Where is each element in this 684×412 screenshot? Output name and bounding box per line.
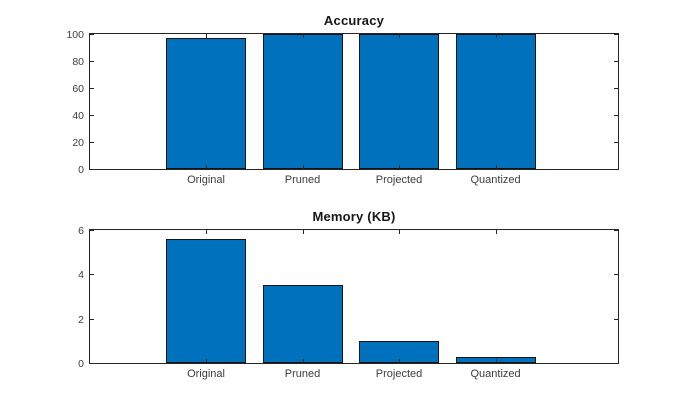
x-tick-top: [399, 230, 401, 234]
x-tick-label: Pruned: [284, 368, 321, 380]
bar-original: [166, 239, 247, 363]
y-tick-label: 2: [78, 314, 84, 326]
x-tick-top: [495, 230, 497, 234]
y-tick-left: [90, 142, 94, 143]
y-tick-label: 20: [72, 137, 84, 149]
bar-pruned: [262, 285, 343, 363]
bar-original: [166, 38, 247, 169]
y-tick-label: 60: [72, 83, 84, 95]
y-tick-right: [614, 34, 618, 35]
x-tick-bottom: [495, 359, 497, 363]
y-tick-label: 80: [72, 56, 84, 68]
x-tick-bottom: [302, 359, 304, 363]
x-tick-label: Quantized: [470, 174, 521, 186]
y-tick-left: [90, 61, 94, 62]
accuracy-bar-chart: Accuracy Original Pruned Projected Quantize…: [66, 13, 619, 186]
memory-plot-area: Original Pruned Projected Quantized 0 2 4 6: [78, 225, 619, 380]
y-tick-label: 100: [66, 29, 84, 41]
x-tick-label: Projected: [375, 368, 423, 380]
bar-projected: [359, 341, 440, 363]
y-tick-left: [90, 115, 94, 116]
x-tick-top: [206, 34, 208, 38]
y-tick-right: [614, 142, 618, 143]
memory-bar-chart: Memory (KB) Original Pruned Projected Quant…: [78, 209, 619, 380]
bar-projected: [359, 34, 440, 169]
x-tick-top: [302, 34, 304, 38]
y-tick-right: [614, 169, 618, 170]
y-tick-right: [614, 319, 618, 320]
x-tick-top: [495, 34, 497, 38]
x-tick-bottom: [495, 165, 497, 169]
bar-pruned: [262, 34, 343, 169]
x-tick-top: [206, 230, 208, 234]
y-tick-label: 6: [78, 225, 84, 237]
x-tick-bottom: [399, 165, 401, 169]
y-tick-left: [90, 88, 94, 89]
y-tick-right: [614, 61, 618, 62]
x-tick-label: Quantized: [470, 368, 521, 380]
y-tick-left: [90, 169, 94, 170]
chart-title-accuracy: Accuracy: [323, 13, 385, 28]
y-tick-label: 4: [78, 269, 84, 281]
x-tick-bottom: [206, 359, 208, 363]
x-tick-bottom: [302, 165, 304, 169]
y-tick-right: [614, 230, 618, 231]
x-tick-label: Projected: [375, 174, 423, 186]
y-tick-right: [614, 88, 618, 89]
y-tick-left: [90, 319, 94, 320]
y-tick-left: [90, 34, 94, 35]
x-tick-bottom: [399, 359, 401, 363]
y-tick-label: 0: [78, 164, 84, 176]
x-tick-label: Original: [187, 368, 225, 380]
y-tick-right: [614, 274, 618, 275]
y-tick-label: 0: [78, 358, 84, 370]
y-tick-label: 40: [72, 110, 84, 122]
y-tick-right: [614, 363, 618, 364]
x-tick-label: Original: [187, 174, 225, 186]
bar-quantized: [455, 357, 536, 363]
chart-title-memory: Memory (KB): [312, 209, 396, 224]
accuracy-plot-area: Original Pruned Projected Quantized 0 20 40 60 8…: [66, 29, 619, 186]
y-tick-left: [90, 363, 94, 364]
x-tick-top: [302, 230, 304, 234]
y-tick-right: [614, 115, 618, 116]
bar-quantized: [455, 34, 536, 169]
x-tick-bottom: [206, 165, 208, 169]
x-tick-label: Pruned: [284, 174, 321, 186]
y-tick-left: [90, 230, 94, 231]
y-tick-left: [90, 274, 94, 275]
x-tick-top: [399, 34, 401, 38]
